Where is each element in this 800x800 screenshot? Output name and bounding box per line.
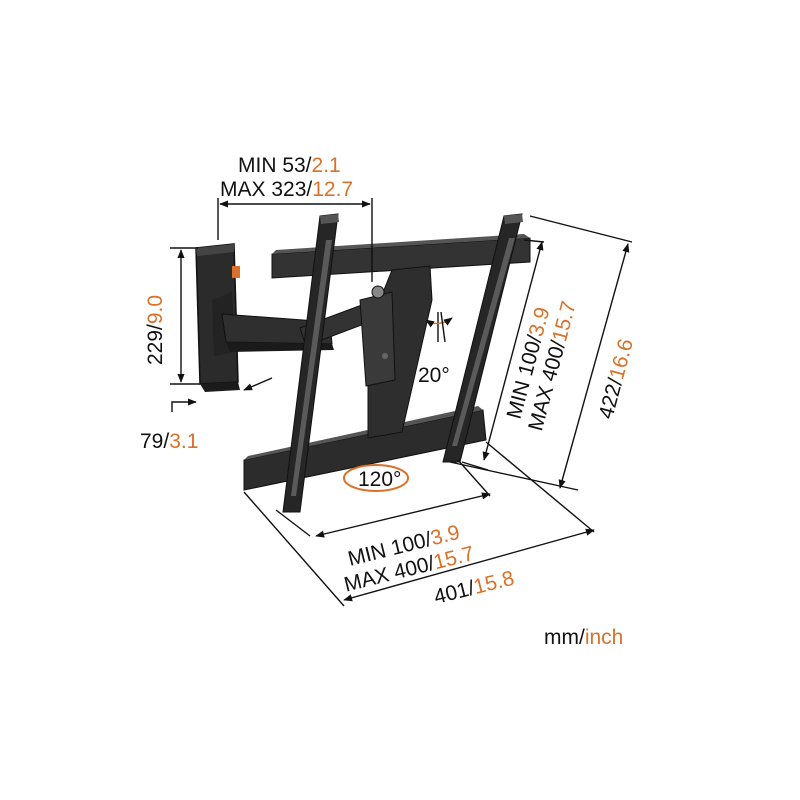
wall-plate-depth-label: 79/3.1: [140, 430, 198, 453]
wall-plate-height-label: 229/9.0: [144, 295, 167, 365]
arm-extension-min-label: MIN 53/2.1: [238, 154, 341, 177]
units-legend: mm/inch: [544, 626, 623, 649]
overall-width-label: 401/15.8: [432, 567, 517, 609]
swing-arm: [212, 292, 381, 356]
pivot-bolt-icon: [371, 285, 385, 299]
wall-plate-orange-tab-icon: [232, 266, 240, 278]
tilt-head: [359, 265, 433, 439]
arm-extension-max-label: MAX 323/12.7: [220, 178, 353, 201]
dimension-lines: [170, 198, 633, 607]
tilt-angle-label: 20°: [418, 364, 450, 387]
swivel-angle-label: 120°: [358, 468, 401, 491]
tv-mount-illustration: [195, 213, 531, 513]
overall-height-label: 422/16.6: [595, 336, 638, 421]
left-vesa-bar: [282, 213, 339, 513]
